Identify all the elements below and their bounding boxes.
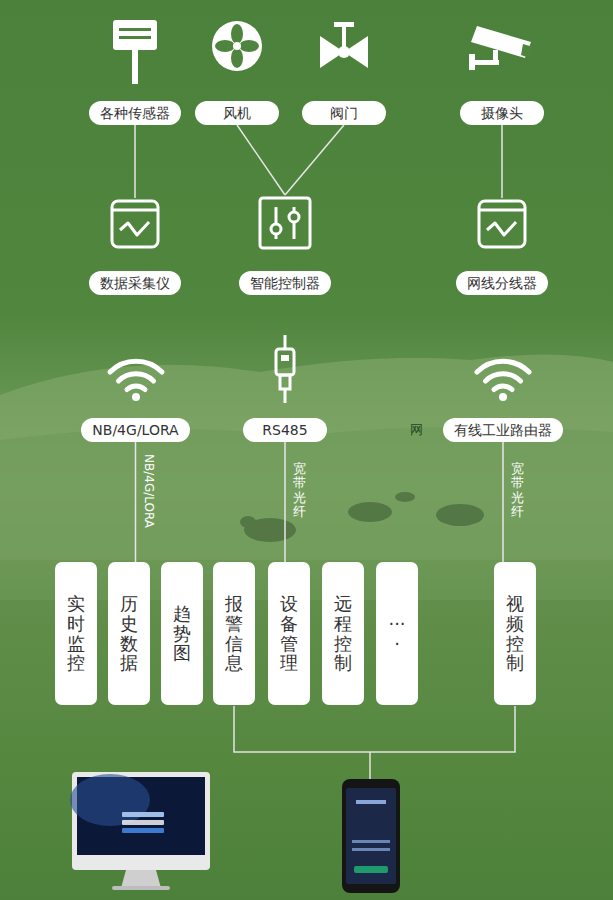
label-pill: 智能控制器 [239, 271, 331, 295]
function-label: 实时监控 [67, 594, 85, 673]
valve-icon [316, 20, 372, 72]
function-box: 实时监控 [55, 562, 97, 705]
function-box: 远程控制 [322, 562, 364, 705]
node-label: 智能控制器 [250, 275, 320, 291]
label-pill: 有线工业路由器 [443, 418, 563, 442]
connector-line [502, 442, 504, 562]
node-label: RS485 [262, 422, 307, 438]
plug-icon [270, 335, 300, 403]
device-group: 摄像头 [460, 22, 544, 125]
desktop-monitor [70, 772, 210, 890]
label-pill: 网线分线器 [456, 271, 548, 295]
node-label: 有线工业路由器 [454, 422, 552, 438]
function-label: ···· [388, 614, 406, 654]
function-label: 视频控制 [506, 594, 524, 673]
node-label: 风机 [223, 105, 251, 121]
connector-line [237, 125, 285, 195]
node-label: 阀门 [330, 105, 358, 121]
function-label: 报警信息 [225, 594, 243, 673]
connector-line [284, 442, 286, 562]
device-group: RS485 [243, 335, 327, 442]
smartphone [342, 779, 400, 893]
device-group: 数据采集仪 [89, 198, 181, 295]
node-label: 各种传感器 [100, 105, 170, 121]
function-label: 设备管理 [280, 594, 298, 673]
function-label: 趋势图 [173, 604, 191, 663]
connector-line [134, 125, 136, 198]
function-box: 趋势图 [161, 562, 203, 705]
edge-label: NB/4G/LORA [142, 454, 156, 528]
collector-icon [109, 198, 161, 250]
label-pill: 各种传感器 [89, 101, 181, 125]
connector-line [135, 442, 137, 562]
function-box: ···· [376, 562, 418, 705]
collector-icon [476, 198, 528, 250]
connector-line [501, 125, 503, 198]
label-pill: 数据采集仪 [89, 271, 181, 295]
label-pill: NB/4G/LORA [81, 418, 189, 442]
function-box: 历史数据 [108, 562, 150, 705]
sensor-icon [105, 18, 165, 84]
label-pill: RS485 [243, 418, 327, 442]
device-group: 网线分线器 [456, 198, 548, 295]
bus-wire [234, 706, 515, 779]
controller-icon [257, 195, 313, 251]
stray-label: 网 [410, 421, 423, 439]
node-label: NB/4G/LORA [92, 422, 178, 438]
device-group: 风机 [195, 20, 279, 125]
edge-label: 宽带光纤 [293, 462, 306, 519]
function-box: 视频控制 [494, 562, 536, 705]
edge-label: 宽带光纤 [511, 462, 524, 519]
node-label: 摄像头 [481, 105, 523, 121]
function-label: 历史数据 [120, 594, 138, 673]
camera-icon [467, 22, 537, 72]
device-group: 智能控制器 [239, 195, 331, 295]
node-label: 数据采集仪 [100, 275, 170, 291]
device-group: 有线工业路由器 [443, 350, 563, 442]
label-pill: 风机 [195, 101, 279, 125]
wifi-icon [106, 350, 166, 402]
connector-line [285, 125, 344, 195]
fan-icon [211, 20, 263, 72]
label-pill: 阀门 [302, 101, 386, 125]
device-group: NB/4G/LORA [81, 350, 190, 442]
function-box: 设备管理 [268, 562, 310, 705]
label-pill: 摄像头 [460, 101, 544, 125]
wifi-icon [473, 350, 533, 402]
device-group: 阀门 [302, 20, 386, 125]
function-label: 远程控制 [334, 594, 352, 673]
node-label: 网线分线器 [467, 275, 537, 291]
function-box: 报警信息 [213, 562, 255, 705]
device-group: 各种传感器 [89, 18, 181, 125]
